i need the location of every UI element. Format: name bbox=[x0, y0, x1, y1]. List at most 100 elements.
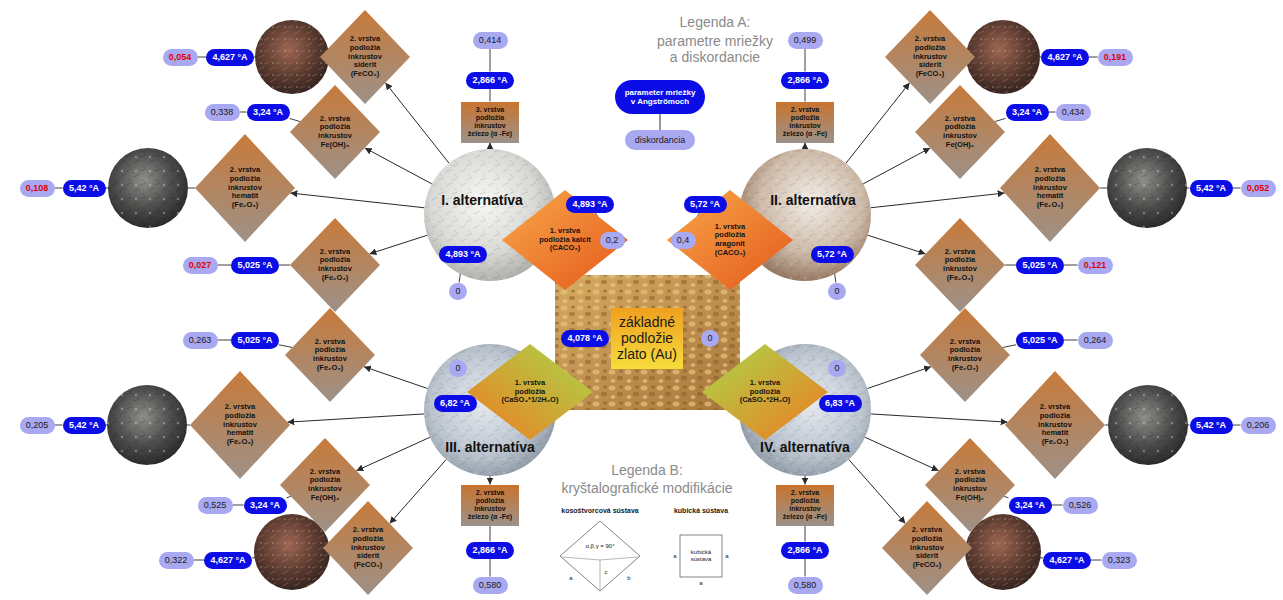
second-layer-diamond: 2. vrstva podložia inkrustov hematit (Fe… bbox=[1000, 134, 1100, 242]
node-text: III. alternatíva bbox=[445, 439, 534, 455]
discordance-pill: 0,264 bbox=[1078, 332, 1113, 349]
lattice-parameter-pill: 2,866 °A bbox=[781, 542, 829, 559]
discordance-pill: 0 bbox=[828, 283, 846, 300]
node-text: 0,580 bbox=[794, 580, 817, 590]
node-text: 2,866 °A bbox=[472, 545, 507, 555]
node-text: 4,627 °A bbox=[212, 52, 247, 62]
leader-line bbox=[279, 265, 290, 266]
arrow-connector bbox=[364, 367, 428, 389]
lattice-parameter-pill: 5,42 °A bbox=[1190, 417, 1233, 434]
leader-line bbox=[490, 49, 491, 72]
diamond-outline bbox=[667, 190, 793, 290]
diamond-outline bbox=[290, 85, 380, 179]
node-text: 0 bbox=[455, 286, 460, 296]
leader-line bbox=[995, 118, 1006, 121]
node-text: 2. vrstva podložia inkrustov siderit (Fe… bbox=[347, 526, 389, 569]
leader-line bbox=[490, 89, 491, 102]
lattice-parameter-pill: 3,24 °A bbox=[244, 497, 287, 514]
node-text: 1. vrstva podložia aragonit (CACO₃) bbox=[701, 223, 759, 258]
node-text: 0,054 bbox=[169, 52, 192, 62]
discordance-pill: 0,580 bbox=[788, 577, 823, 594]
leader-line bbox=[194, 560, 205, 561]
discordance-pill: 0,027 bbox=[183, 257, 218, 274]
node-text: 1. vrstva podložia (CaSO₄*2H₂O) bbox=[736, 379, 794, 405]
annotation-label: Legenda A: bbox=[680, 14, 751, 30]
node-text: 0,264 bbox=[1084, 335, 1107, 345]
annotation-label: a bbox=[725, 553, 728, 560]
annotation-label: a bbox=[699, 580, 702, 587]
node-text: 0,108 bbox=[26, 183, 49, 193]
leader-line bbox=[1091, 560, 1102, 561]
discordance-pill: 0,525 bbox=[198, 497, 233, 514]
discordance-pill: 0,263 bbox=[183, 332, 218, 349]
arrow-connector bbox=[490, 476, 491, 485]
lattice-parameter-pill: 5,025 °A bbox=[1016, 332, 1064, 349]
diamond-outline bbox=[285, 308, 375, 402]
node-text: 0,2 bbox=[606, 235, 619, 245]
annotation-label: α,β,γ = 90° bbox=[585, 543, 614, 550]
node-text: 5,42 °A bbox=[1196, 183, 1226, 193]
discordance-pill: 0 bbox=[449, 283, 467, 300]
lattice-parameter-pill: 5,42 °A bbox=[63, 180, 106, 197]
lattice-parameter-pill: 5,025 °A bbox=[231, 332, 279, 349]
arrow-connector bbox=[871, 414, 1008, 422]
leader-line bbox=[490, 559, 491, 577]
lattice-parameter-pill: 4,627 °A bbox=[1041, 49, 1089, 66]
second-layer-diamond: 2. vrstva podložia inkrustov Fe(OH)₂ bbox=[915, 85, 1005, 179]
label-holder: b bbox=[627, 575, 630, 582]
diamond-outline bbox=[1005, 371, 1105, 479]
node-text: 0,191 bbox=[1104, 52, 1127, 62]
node-text: 0,052 bbox=[1247, 183, 1270, 193]
lattice-parameter-pill: 4,078 °A bbox=[561, 330, 609, 347]
leader-line bbox=[218, 265, 232, 266]
leader-line bbox=[1005, 265, 1016, 266]
legend-text: diskordancia bbox=[635, 135, 686, 145]
diamond-outline bbox=[702, 344, 828, 440]
label-holder: kubická sústava bbox=[685, 549, 717, 563]
lattice-parameter-pill: 4,893 °A bbox=[439, 246, 487, 263]
discordance-pill: 0,322 bbox=[159, 552, 194, 569]
node-text: 0,338 bbox=[211, 107, 234, 117]
node-text: 2. vrstva podložia inkrustov hematit (Fe… bbox=[219, 403, 261, 446]
leader-line bbox=[279, 345, 292, 348]
leader-line bbox=[805, 89, 806, 102]
node-text: 5,42 °A bbox=[69, 183, 99, 193]
legend-text: kubická sústava bbox=[674, 507, 728, 515]
leader-line bbox=[1233, 188, 1241, 189]
second-layer-diamond: 2. vrstva podložia inkrustov (Fe₂O₃) bbox=[920, 308, 1010, 402]
arrow-connector bbox=[805, 143, 806, 150]
node-text: 0,525 bbox=[204, 500, 227, 510]
node-text: 5,72 °A bbox=[690, 199, 720, 209]
leader-line bbox=[1004, 496, 1008, 497]
arrow-connector bbox=[356, 437, 430, 470]
annotation-label: a bbox=[673, 553, 676, 560]
label-holder: a bbox=[725, 553, 728, 560]
node-text: 2. vrstva podložia inkrustov železo (α -… bbox=[466, 489, 514, 521]
diamond-outline bbox=[882, 501, 972, 595]
node-text: 0,027 bbox=[189, 260, 212, 270]
arrow-connector bbox=[871, 193, 1005, 208]
legend-item: kubická sústava bbox=[674, 507, 728, 515]
annotation-label: b bbox=[627, 575, 630, 582]
node-text: 0,322 bbox=[165, 555, 188, 565]
node-text: 3,24 °A bbox=[250, 500, 280, 510]
node-text: 2. vrstva podložia inkrustov Fe(OH)₃ bbox=[314, 115, 356, 150]
second-layer-diamond: 2. vrstva podložia inkrustov hematit (Fe… bbox=[190, 371, 290, 479]
lattice-parameter-pill: 2,866 °A bbox=[466, 72, 514, 89]
node-text: 0 bbox=[455, 363, 460, 373]
leader-line bbox=[1049, 112, 1056, 113]
discordance-pill: 0,191 bbox=[1098, 49, 1133, 66]
lattice-parameter-pill: 4,627 °A bbox=[204, 552, 252, 569]
label-holder: a bbox=[673, 553, 676, 560]
second-layer-diamond: 2. vrstva podložia inkrustov hematit (Fe… bbox=[195, 134, 295, 242]
node-text: 3,24 °A bbox=[253, 107, 283, 117]
node-text: 3,24 °A bbox=[1012, 107, 1042, 117]
node-text: 3,24 °A bbox=[1015, 500, 1045, 510]
discordance-pill: 0,338 bbox=[205, 104, 240, 121]
legend-swatch: diskordancia bbox=[625, 130, 696, 150]
second-layer-diamond: 2. vrstva podložia inkrustov siderit (Fe… bbox=[323, 501, 413, 595]
lattice-parameter-pill: 3,24 °A bbox=[1009, 497, 1052, 514]
node-text: 0,499 bbox=[794, 35, 817, 45]
node-text: 0,121 bbox=[1084, 260, 1107, 270]
lattice-parameter-pill: 6,83 °A bbox=[819, 395, 862, 412]
